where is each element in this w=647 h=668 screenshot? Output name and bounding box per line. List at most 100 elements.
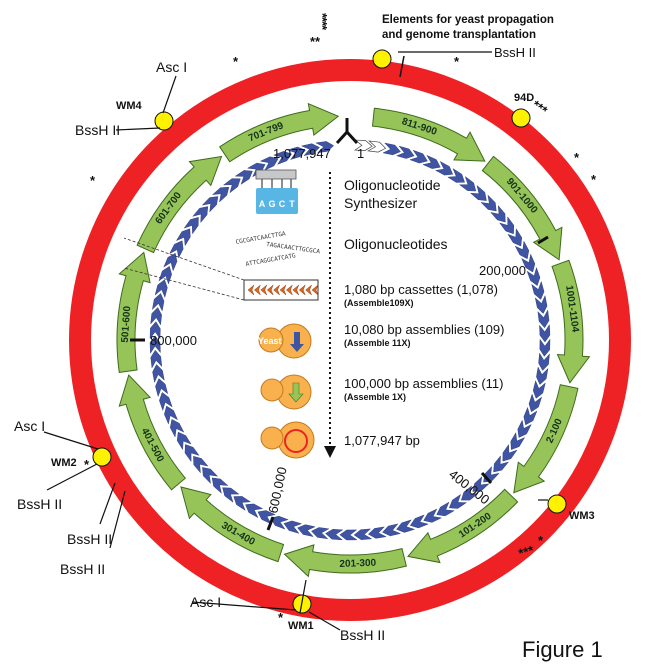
cassette-chevron xyxy=(184,444,200,463)
label-wm2: WM2 xyxy=(51,457,77,469)
assembly-arrow-1001-1104 xyxy=(551,259,591,384)
cassette-chevron xyxy=(183,217,199,235)
label-bssh-wm2b: BssH II xyxy=(67,531,112,547)
assembly-arrow-901-1000 xyxy=(481,155,563,261)
cassette-chevron xyxy=(159,392,173,412)
step-cassettes: 1,080 bp cassettes (1,078) xyxy=(344,282,498,297)
cassette-chevron xyxy=(283,520,303,534)
label-asc-wm4: Asc I xyxy=(156,59,187,75)
cassette-chevron xyxy=(170,419,185,438)
cassette-chevron xyxy=(499,216,515,235)
cassette-chevron xyxy=(339,529,358,541)
cassette-chevron xyxy=(273,151,293,165)
cassette-mini-chevron xyxy=(260,284,267,296)
assembly-arrow-301-400 xyxy=(180,486,285,563)
cassette-chevron xyxy=(536,366,549,385)
cassette-chevron xyxy=(202,467,219,484)
cassette-chevron xyxy=(211,477,229,494)
asterisk-top-left: ** xyxy=(310,34,321,49)
cassette-chevron xyxy=(514,240,530,260)
cassette-chevron xyxy=(353,528,373,540)
cassette-mini-chevron xyxy=(286,284,293,296)
label-asc-wm2: Asc I xyxy=(14,418,45,434)
cassette-chevron xyxy=(502,443,518,462)
cassette-chevron xyxy=(526,267,541,286)
site-top-circle xyxy=(372,49,392,69)
cassette-chevron xyxy=(169,240,184,259)
assembly-arrow-401-500 xyxy=(118,374,187,491)
cassette-mini-chevron xyxy=(298,284,306,296)
cassette-chevron xyxy=(164,405,178,425)
bottle-g: G xyxy=(268,199,275,209)
cassette-chevron xyxy=(257,510,276,525)
cassette-chevron xyxy=(493,455,510,473)
top-label-bssh: BssH II xyxy=(494,45,536,60)
cassette-chevrons xyxy=(247,284,319,296)
cassette-chevron xyxy=(150,307,162,326)
cassette-chevron xyxy=(163,252,178,272)
start-cassette xyxy=(367,140,387,153)
cassette-chevron xyxy=(531,280,545,300)
figure-label: Figure 1 xyxy=(522,637,603,662)
cassette-chevron xyxy=(176,431,192,451)
cassette-chevron xyxy=(297,524,316,537)
cassette-chevron xyxy=(315,141,335,154)
cassette-chevron xyxy=(233,496,252,511)
label-wm4: WM4 xyxy=(116,100,143,112)
start-cassette-outlines xyxy=(353,139,387,153)
top-label-line2: and genome transplantation xyxy=(382,29,536,41)
site-94d-circle xyxy=(511,108,531,128)
green-assembly-ring xyxy=(116,102,591,578)
cassette-chevron xyxy=(245,503,264,519)
coord-800k: 800,000 xyxy=(150,333,197,348)
oligo-seq-3: ATTCAGGCATCATG xyxy=(245,252,296,268)
cassette-chevron xyxy=(149,335,161,354)
cassette-chevron xyxy=(158,266,172,285)
step-10k-sub: (Assemble 11X) xyxy=(344,338,411,348)
yeast-label: Yeast xyxy=(258,336,282,346)
cassette-chevron xyxy=(458,176,477,192)
leader-lines xyxy=(43,75,548,631)
cassette-chevron xyxy=(311,527,330,540)
cassette-mini-chevron xyxy=(305,284,312,296)
label-bssh-wm2a: BssH II xyxy=(17,496,62,512)
bottle-t: T xyxy=(289,199,295,209)
asterisk-wm3a: * xyxy=(538,533,544,548)
cassette-chevron xyxy=(409,149,428,164)
cassette-chevron xyxy=(286,146,306,160)
step-final: 1,077,947 bp xyxy=(344,433,420,448)
cassette-mini-chevron xyxy=(292,284,299,296)
site-wm4-circle xyxy=(154,111,174,131)
yeast-cell-1: Yeast xyxy=(258,323,312,359)
site-wm3-circle xyxy=(547,494,567,514)
step-10k: 10,080 bp assemblies (109) xyxy=(344,322,504,337)
assembly-arrow-601-700 xyxy=(136,155,223,254)
cassette-mini-chevron xyxy=(279,284,287,296)
asterisk-wm2: * xyxy=(84,457,90,472)
cassette-chevron xyxy=(448,493,468,509)
cassette-chevron xyxy=(537,309,550,329)
cassette-chevron xyxy=(409,514,429,529)
cassette-chevron xyxy=(436,501,455,517)
assembly-arrow-501-600 xyxy=(116,251,151,373)
asterisk-wm3b: *** xyxy=(517,542,536,561)
label-asc-wm1: Asc I xyxy=(190,594,221,610)
label-wm1: WM1 xyxy=(288,620,314,632)
cassette-chevron xyxy=(259,156,279,171)
cassette-chevron xyxy=(222,487,240,503)
cassette-chevron xyxy=(325,529,344,541)
cassette-mini-chevron xyxy=(247,284,255,296)
cassette-chevron xyxy=(152,364,165,383)
cassette-chevron xyxy=(472,476,490,492)
cassette-chevron xyxy=(435,161,454,176)
cassette-chevron xyxy=(234,170,253,185)
cassette-chevron xyxy=(300,143,320,156)
cassette-chevron xyxy=(423,508,443,523)
red-outer-ring xyxy=(69,59,631,621)
step-100k: 100,000 bp assemblies (11) xyxy=(344,376,503,391)
assembly-arrow-2-100 xyxy=(513,384,579,494)
cassette-chevron xyxy=(538,352,550,371)
coord-200k: 200,000 xyxy=(479,263,526,278)
step-synth-1: Oligonucleotide xyxy=(344,177,441,193)
